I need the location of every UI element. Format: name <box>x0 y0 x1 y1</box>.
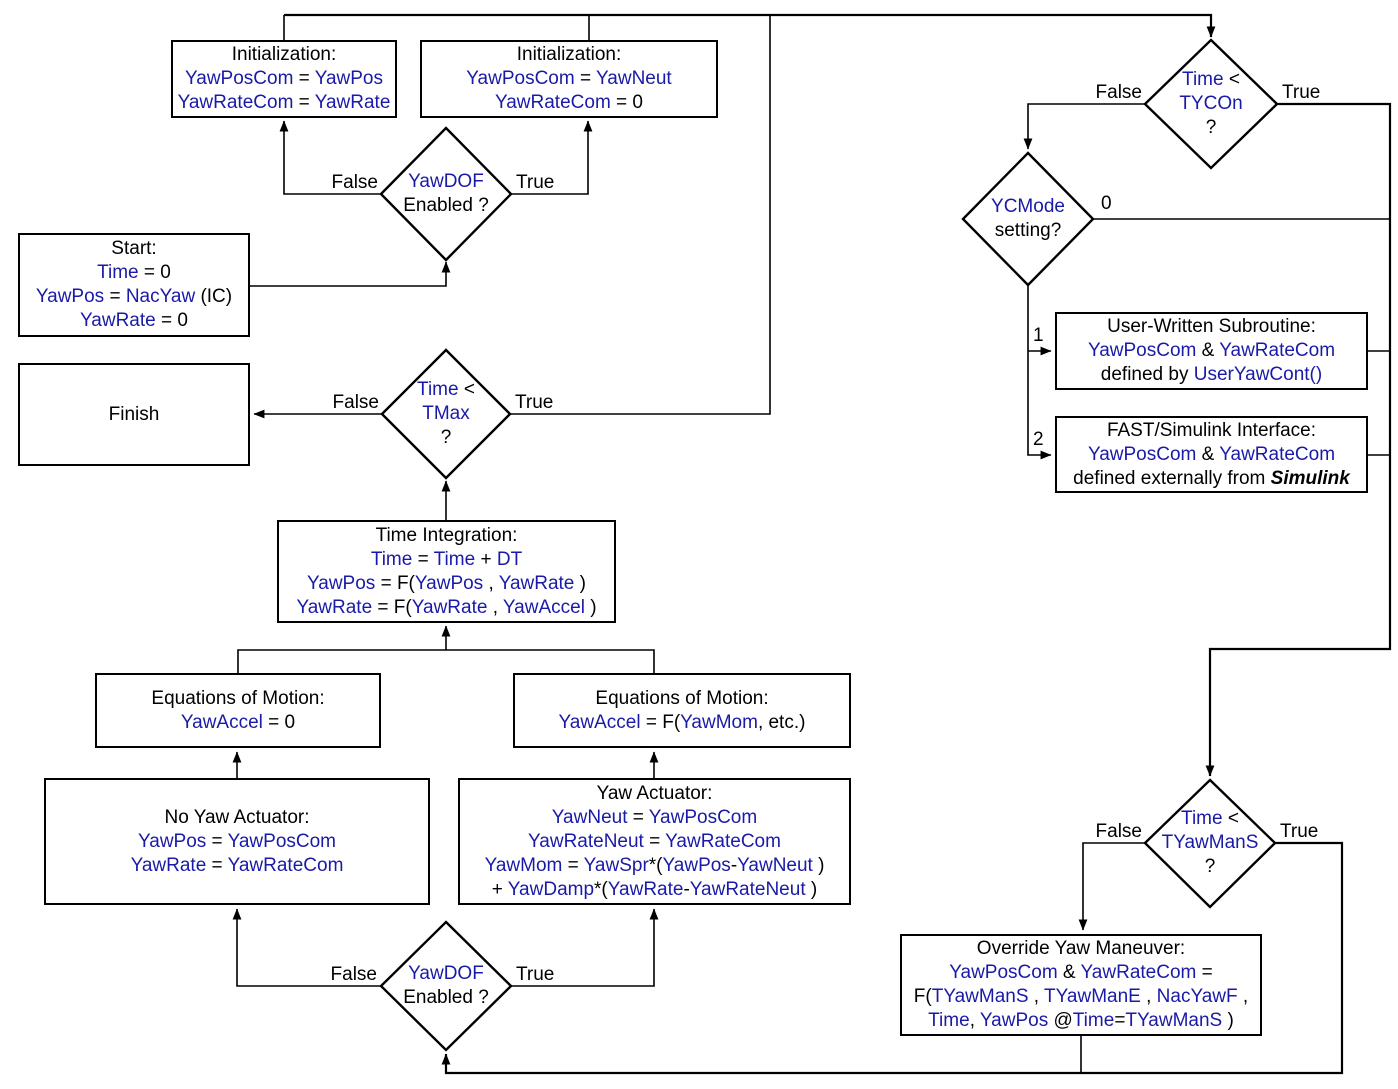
wire-tyawmans-false <box>1078 842 1145 931</box>
wire-tmax-true <box>510 14 771 415</box>
diamond-text-tmax: Time <TMax? <box>417 379 475 448</box>
wire-yawdof-bottom-true <box>511 908 659 987</box>
box-equations-of-motion-left: Equations of Motion:YawAccel = 0 <box>95 673 381 748</box>
wire-yawdof-bottom-false <box>232 908 381 987</box>
diamond-tyawmans <box>1143 778 1277 909</box>
wire-yawdof-top-true <box>511 120 593 195</box>
wire-eom-merge <box>237 649 655 673</box>
label-ycmode-0: 0 <box>1101 193 1112 214</box>
box-finish: Finish <box>18 363 250 466</box>
label-tycon-true: True <box>1282 82 1321 103</box>
box-fast-simulink-interface: FAST/Simulink Interface:YawPosCom & YawR… <box>1055 416 1368 493</box>
diamond-text-tyawmans: Time <TYawManS? <box>1161 808 1259 877</box>
box-user-written-subroutine: User-Written Subroutine:YawPosCom & YawR… <box>1055 312 1368 390</box>
label-yawdof-top-true: True <box>516 172 555 193</box>
diamond-tycon <box>1143 38 1279 170</box>
wire-start-to-yawdof <box>250 261 451 287</box>
wire-ycmode-down <box>1027 285 1052 460</box>
diamond-text-tycon: Time <TYCOn? <box>1179 69 1243 138</box>
wire-yawdof-top-false <box>279 120 381 195</box>
box-override-yaw-maneuver: Override Yaw Maneuver:YawPosCom & YawRat… <box>900 934 1262 1036</box>
diamond-yawdof-top <box>379 126 513 262</box>
label-yawdof-top-false: False <box>331 172 378 193</box>
wire-bottom-bus <box>441 1053 1343 1075</box>
diamond-yawdof-bottom <box>379 920 513 1052</box>
wire-tycon-true-rail <box>1205 102 1392 777</box>
label-tmax-false: False <box>332 392 379 413</box>
diamond-tmax <box>380 348 512 480</box>
label-yawdof-bottom-false: False <box>330 964 377 985</box>
wire-top-bus <box>284 13 1216 38</box>
label-yawdof-bottom-true: True <box>516 964 555 985</box>
box-equations-of-motion-right: Equations of Motion:YawAccel = F(YawMom,… <box>513 673 851 748</box>
wire-tycon-false <box>1023 103 1145 150</box>
label-tmax-true: True <box>515 392 554 413</box>
label-ycmode-2: 2 <box>1033 429 1044 450</box>
label-tyawmans-false: False <box>1095 821 1142 842</box>
label-tycon-false: False <box>1095 82 1142 103</box>
label-tyawmans-true: True <box>1280 821 1319 842</box>
wire-tyawmans-true <box>1275 841 1344 1074</box>
label-ycmode-1: 1 <box>1033 325 1044 346</box>
diamond-ycmode <box>961 151 1095 287</box>
